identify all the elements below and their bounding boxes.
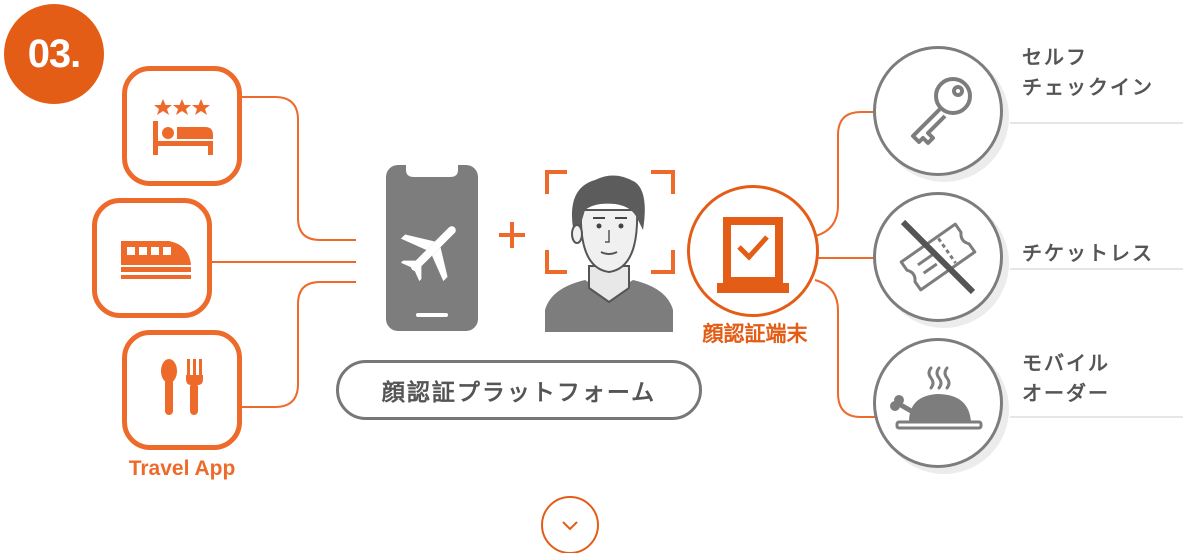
train-app-box [92,198,212,318]
face-scan-icon [545,170,675,332]
train-icon [121,241,191,279]
hotel-bed-icon [153,99,213,155]
plus-icon [499,222,525,248]
scroll-down-button[interactable] [541,496,599,553]
key-icon [911,77,972,145]
restaurant-app-box [122,330,242,450]
service-divider [1010,122,1183,124]
airplane-icon [400,226,456,282]
service-label-mobile-order: モバイル オーダー [1022,351,1110,405]
food-cloche-icon [890,366,983,430]
platform-label: 顔認証プラットフォーム [336,360,702,420]
ticket-crossed-icon [899,219,977,295]
travel-app-label: Travel App [128,457,236,480]
fork-spoon-icon [161,359,203,415]
service-divider [1010,416,1183,418]
checkbox-terminal-icon [717,217,789,293]
service-label-checkin: セルフ チェックイン [1022,45,1154,99]
chevron-down-icon [562,521,578,531]
terminal-label: 顔認証端末 [702,322,808,346]
smartphone-icon [386,165,478,331]
service-divider [1010,268,1183,270]
hotel-app-box [122,66,242,186]
service-label-ticketless: チケットレス [1022,241,1154,265]
step-badge: 03. [4,4,104,104]
